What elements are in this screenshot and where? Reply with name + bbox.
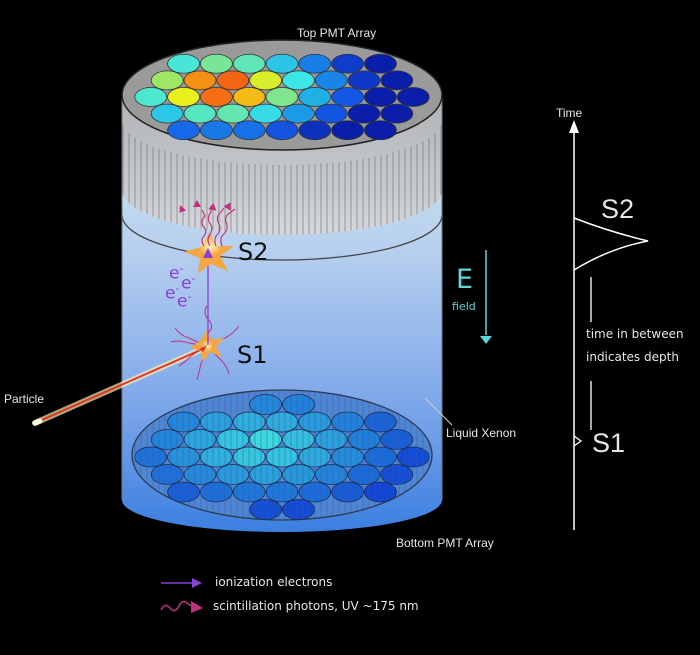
- electron-symbol: e-: [165, 282, 180, 304]
- timeline-axis: [569, 120, 649, 530]
- s1-flash: [170, 305, 240, 381]
- bottom-pmt-array-label: Bottom PMT Array: [396, 536, 494, 550]
- liquid-xenon-label: Liquid Xenon: [446, 426, 517, 440]
- s2-pulse: [573, 217, 649, 271]
- e-field-letter: E: [456, 264, 474, 295]
- s2-detector-label: S2: [238, 238, 269, 266]
- top-pmt-array: [121, 39, 443, 151]
- depth-note-line2: indicates depth: [586, 350, 679, 364]
- electron-symbol: e-: [177, 290, 192, 312]
- particle-label: Particle: [4, 392, 45, 406]
- s1-pulse: [573, 435, 583, 447]
- timeline-s1-label: S1: [592, 428, 626, 458]
- bottom-pmt-array: [131, 389, 433, 521]
- e-field-arrow: [480, 250, 492, 344]
- electron-symbol: e-: [169, 262, 184, 284]
- liquid-xenon-pointer: [424, 397, 453, 426]
- time-axis-label: Time: [556, 106, 583, 120]
- top-pmt-array-label: Top PMT Array: [297, 26, 377, 40]
- particle-track: [32, 345, 208, 426]
- legend-electrons-label: ionization electrons: [215, 575, 333, 589]
- s2-flash: [179, 200, 236, 273]
- s1-detector-label: S1: [237, 341, 268, 369]
- electron-symbol: e-: [181, 272, 196, 294]
- e-field-word: field: [452, 300, 476, 313]
- timeline-s2-label: S2: [601, 194, 635, 224]
- depth-note-line1: time in between: [586, 327, 684, 341]
- legend-photon-symbol: [160, 600, 203, 613]
- legend-electron-symbol: [161, 578, 202, 588]
- legend-photons-label: scintillation photons, UV ~175 nm: [213, 599, 419, 613]
- electron-cluster: e- e- e- e-: [165, 262, 205, 322]
